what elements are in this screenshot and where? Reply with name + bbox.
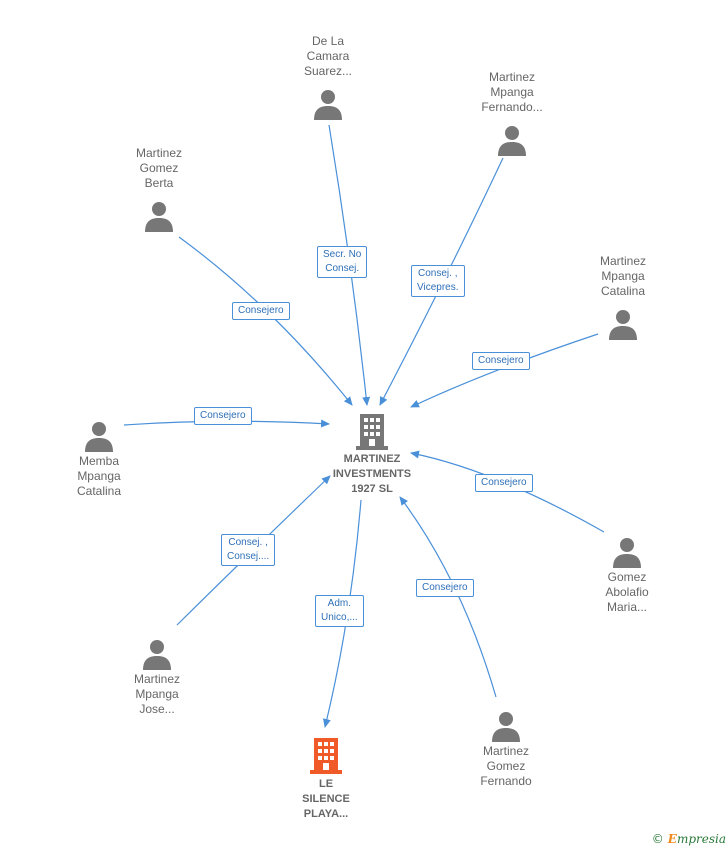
edge-label[interactable]: Consej. ,Vicepres. bbox=[411, 265, 465, 297]
person-icon bbox=[85, 422, 113, 452]
building-icon bbox=[356, 414, 388, 450]
building-icon bbox=[310, 738, 342, 774]
person-icon bbox=[613, 538, 641, 568]
target-company-name: LE SILENCE PLAYA... bbox=[302, 778, 350, 820]
edge-label[interactable]: Consejero bbox=[194, 407, 252, 425]
edge-line bbox=[410, 333, 599, 408]
person-icon bbox=[609, 310, 637, 340]
edge-label[interactable]: Consejero bbox=[475, 474, 533, 492]
target-company[interactable]: LE SILENCE PLAYA... bbox=[266, 736, 386, 822]
person-icon bbox=[498, 126, 526, 156]
brand-logo: ©Empresia bbox=[651, 832, 726, 846]
person-icon bbox=[314, 90, 342, 120]
edge-line bbox=[399, 496, 497, 698]
edge-label[interactable]: Consejero bbox=[472, 352, 530, 370]
edge-label[interactable]: Consejero bbox=[232, 302, 290, 320]
center-company-name: MARTINEZ INVESTMENTS 1927 SL bbox=[332, 453, 412, 495]
edge-label[interactable]: Consejero bbox=[416, 579, 474, 597]
edge-label[interactable]: Adm.Unico,... bbox=[315, 595, 364, 627]
person-icon bbox=[143, 640, 171, 670]
person-icon bbox=[492, 712, 520, 742]
copyright-icon: © bbox=[651, 832, 664, 846]
center-company[interactable]: MARTINEZ INVESTMENTS 1927 SL bbox=[312, 412, 432, 497]
person-icon bbox=[145, 202, 173, 232]
edge-label[interactable]: Consej. ,Consej.... bbox=[221, 534, 276, 566]
edge-line bbox=[410, 450, 605, 533]
